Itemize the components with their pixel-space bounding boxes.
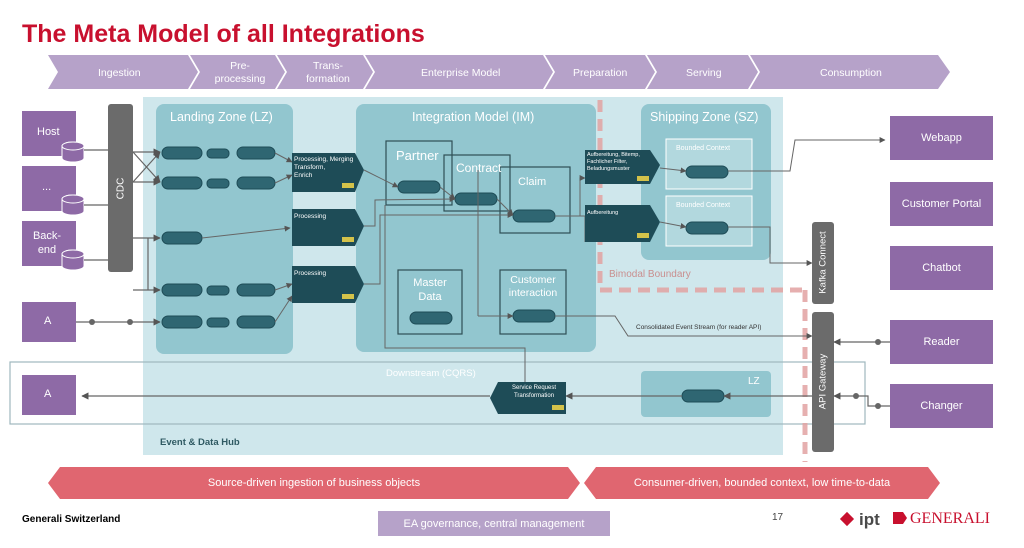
governance-bar [378, 511, 610, 536]
bimodal-boundary [597, 100, 808, 462]
customer-interaction-box [499, 269, 567, 335]
processing-box-3 [292, 266, 364, 303]
cdc-bar [108, 104, 133, 272]
phase-ingestion-label: Ingestion [98, 67, 141, 79]
consumer-webapp-label: Webapp [921, 132, 962, 144]
phase-preparation-label: Preparation [573, 67, 628, 79]
integration-model-title: Integration Model (IM) [412, 110, 535, 124]
consumer-customer-portal-label: Customer Portal [901, 198, 982, 210]
consumer-reader-label: Reader [923, 336, 960, 348]
phase-bar [48, 55, 950, 89]
claim-label: Claim [518, 176, 547, 188]
downstream-label: Downstream (CQRS) [386, 368, 476, 379]
source-driven-bar [48, 467, 580, 499]
source-driven-label: Source-driven ingestion of business obje… [207, 477, 421, 489]
service-request-box [490, 382, 566, 414]
kafka-connect-bar [812, 222, 834, 304]
partner-label: Partner [396, 148, 439, 163]
phase-ingestion [48, 55, 198, 89]
source-a-bottom [22, 375, 76, 415]
consumer-reader [890, 320, 993, 364]
master-data-label: Master Data [413, 277, 447, 303]
ipt-logo-mark [839, 511, 855, 527]
partner-box [385, 140, 453, 206]
consumer-webapp [890, 116, 993, 160]
service-request-label: Service Request Transformation [511, 385, 557, 399]
database-icon [61, 141, 85, 271]
footer-company: Generali Switzerland [22, 514, 121, 525]
preparation-2-label: Aufbereitung [587, 210, 619, 216]
ipt-logo: ipt [859, 510, 880, 529]
bounded-context-2-label: Bounded Context [676, 202, 731, 209]
phase-serving [647, 55, 758, 89]
source-a-bottom-label: A [44, 388, 52, 400]
lz-small-label: LZ [748, 376, 760, 387]
api-gateway-bar [812, 312, 834, 452]
bounded-context-1 [665, 138, 753, 190]
phase-preprocessing-label: Pre- processing [214, 60, 266, 85]
consumer-customer-portal [890, 182, 993, 226]
source-a-top-label: A [44, 315, 52, 327]
bounded-context-1-label: Bounded Context [676, 145, 731, 152]
consumer-chatbot [890, 246, 993, 290]
processing-3-label: Processing [294, 270, 327, 277]
downstream-outline [9, 361, 866, 425]
consolidated-stream-label: Consolidated Event Stream (for reader AP… [636, 324, 762, 331]
phase-enterprise-model-label: Enterprise Model [421, 67, 501, 79]
governance-label: EA governance, central management [403, 518, 585, 530]
contract-box [443, 154, 511, 212]
processing-box-1 [292, 153, 364, 192]
shipping-zone-title: Shipping Zone (SZ) [650, 110, 759, 124]
preparation-box-1 [585, 150, 660, 184]
master-data-box [397, 269, 463, 335]
page-number: 17 [772, 512, 784, 523]
preparation-1-label: Aufbereitung, Bitemp, Fachlicher Filter,… [587, 152, 640, 172]
consumer-changer-label: Changer [920, 400, 963, 412]
integration-model-zone [356, 104, 596, 352]
processing-2-label: Processing [294, 213, 327, 220]
phase-serving-label: Serving [686, 67, 722, 79]
phase-transformation [277, 55, 373, 89]
source-ellipsis-label: ... [42, 181, 52, 193]
processing-1-label: Processing, Merging Transform, Enrich [294, 156, 354, 179]
event-data-hub-label: Event & Data Hub [160, 437, 240, 448]
source-host-label: Host [37, 126, 60, 138]
consumer-changer [890, 384, 993, 428]
landing-zone-title: Landing Zone (LZ) [170, 110, 273, 124]
kafka-connect-label: Kafka Connect [817, 231, 829, 294]
preparation-box-2 [585, 205, 660, 242]
phase-consumption [750, 55, 950, 89]
api-gateway-label: API Gateway [817, 353, 829, 410]
phase-preparation [545, 55, 655, 89]
contract-label: Contract [456, 161, 502, 175]
phase-enterprise-model [365, 55, 553, 89]
generali-lion-mark [893, 512, 907, 524]
claim-box [499, 166, 571, 234]
consumer-driven-bar [584, 467, 940, 499]
source-a-top [22, 302, 76, 342]
consumer-chatbot-label: Chatbot [922, 262, 961, 274]
generali-logo: GENERALI [910, 510, 990, 527]
source-backend-label: Back- end [32, 230, 62, 256]
processing-box-2 [292, 209, 364, 246]
page-title: The Meta Model of all Integrations [22, 20, 425, 48]
customer-interaction-label: Customer interaction [508, 274, 558, 299]
phase-consumption-label: Consumption [820, 67, 882, 79]
bimodal-boundary-label: Bimodal Boundary [609, 269, 691, 280]
stream-icons [161, 146, 276, 329]
phase-transformation-label: Trans- formation [306, 60, 350, 85]
cdc-label: CDC [115, 177, 127, 200]
consumer-driven-label: Consumer-driven, bounded context, low ti… [633, 477, 891, 489]
phase-preprocessing [190, 55, 285, 89]
bounded-context-2 [665, 195, 753, 247]
